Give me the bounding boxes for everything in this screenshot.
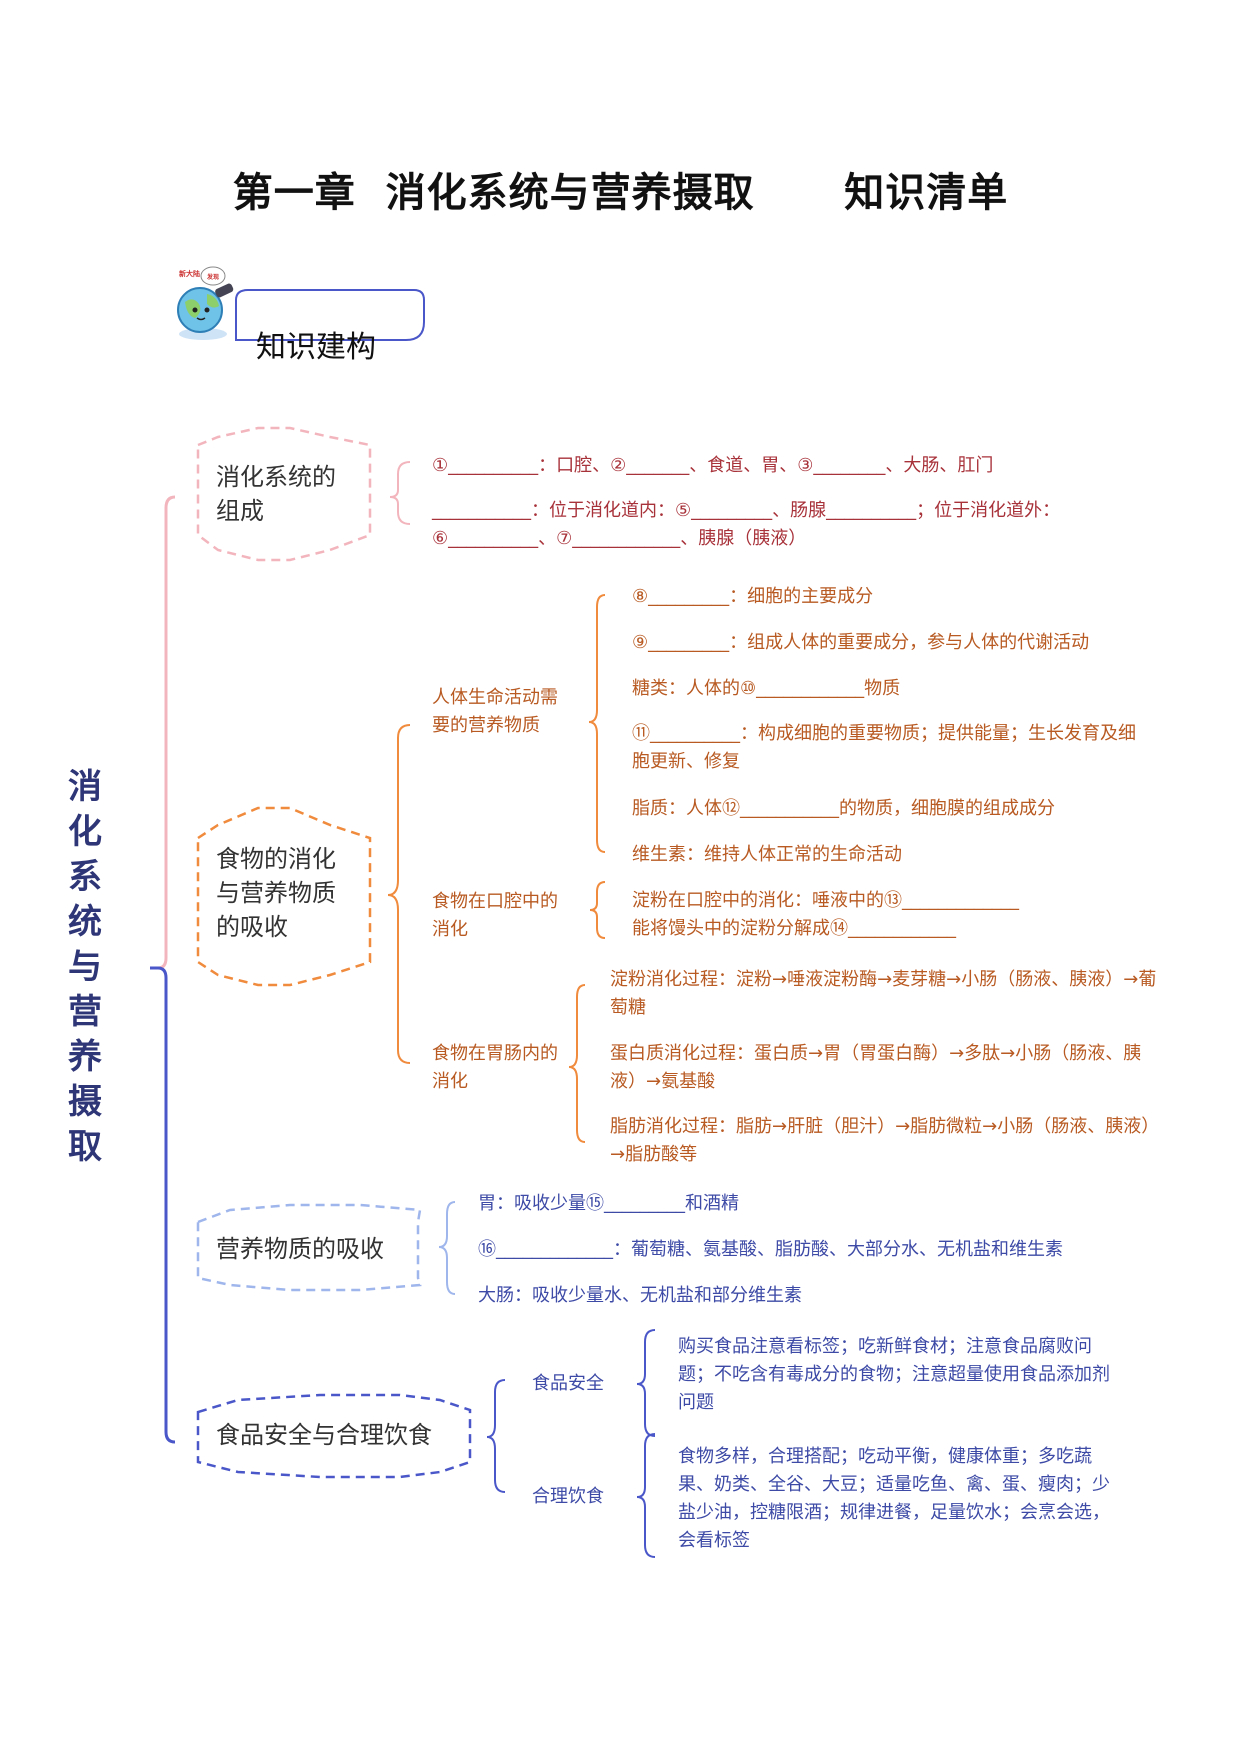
brace-nutrients	[588, 594, 606, 853]
nutrient-item-3: 糖类：人体的⑩____________物质	[632, 678, 901, 699]
composition-line-1: ①__________：口腔、②_______、食道、胃、③________、大…	[432, 455, 994, 476]
brace-diet	[636, 1433, 656, 1558]
nutrient-item-6: 维生素：维持人体正常的生命活动	[632, 844, 902, 865]
hex-digestion	[196, 806, 372, 987]
node-composition: 消化系统的组成	[216, 463, 336, 525]
composition-line-2: ___________：位于消化道内：⑤_________、肠腺________…	[432, 500, 1061, 521]
hex-absorption	[196, 1203, 422, 1292]
food-safety-text: 购买食品注意看标签；吃新鲜食材；注意食品腐败问题；不吃含有毒成分的食物；注意超量…	[678, 1336, 1110, 1413]
brace-gut	[568, 984, 586, 1143]
hex-composition	[196, 426, 372, 562]
diet-text: 食物多样，合理搭配；吃动平衡，健康体重；多吃蔬果、奶类、全谷、大豆；适量吃鱼、禽…	[678, 1446, 1110, 1551]
gut-item-3: 脂肪消化过程：脂肪→肝脏（胆汁）→脂肪微粒→小肠（肠液、胰液）→脂肪酸等	[610, 1116, 1160, 1165]
gut-item-1: 淀粉消化过程：淀粉→唾液淀粉酶→麦芽糖→小肠（肠液、胰液）→葡萄糖	[610, 969, 1157, 1018]
node-absorption: 营养物质的吸收	[216, 1235, 384, 1263]
svg-text:新大陆: 新大陆	[179, 269, 200, 278]
hex-safety	[196, 1393, 472, 1479]
mouth-item-1: 淀粉在口腔中的消化：唾液中的⑬_____________	[632, 890, 1019, 911]
mascot-globe-icon: 发现 新大陆	[165, 262, 240, 342]
brace-food-safety	[636, 1329, 656, 1437]
gut-item-2: 蛋白质消化过程：蛋白质→胃（胃蛋白酶）→多肽→小肠（肠液、胰液）→氨基酸	[610, 1043, 1142, 1092]
nutrient-item-1: ⑧_________：细胞的主要成分	[632, 586, 874, 607]
node-nutrients: 人体生命活动需要的营养物质	[432, 687, 558, 736]
node-diet: 合理饮食	[532, 1486, 604, 1507]
absorption-item-2: ⑯_____________：葡萄糖、氨基酸、脂肪酸、大部分水、无机盐和维生素	[478, 1239, 1063, 1260]
nutrient-item-5: 脂质：人体⑫___________的物质，细胞膜的组成成分	[632, 798, 1055, 819]
brace-digestion	[387, 724, 411, 1064]
node-safety: 食品安全与合理饮食	[216, 1421, 432, 1449]
composition-line-3: ⑥__________、⑦____________、胰腺（胰液）	[432, 528, 807, 549]
node-mouth: 食物在口腔中的消化	[432, 891, 558, 940]
brace-mouth	[589, 881, 606, 939]
node-food-safety: 食品安全	[532, 1373, 604, 1394]
header-tab-outline	[235, 289, 425, 341]
page-title: 第一章 消化系统与营养摄取 知识清单	[232, 169, 1009, 216]
node-digestion: 食物的消化与营养物质的吸收	[216, 845, 336, 941]
brace-absorption	[438, 1201, 456, 1295]
nutrient-item-2: ⑨_________：组成人体的重要成分，参与人体的代谢活动	[632, 632, 1090, 653]
node-gut: 食物在胃肠内的消化	[432, 1043, 558, 1092]
brace-safety	[486, 1379, 506, 1493]
absorption-item-1: 胃：吸收少量⑮_________和酒精	[478, 1193, 739, 1214]
mouth-item-2: 能将馒头中的淀粉分解成⑭____________	[632, 918, 956, 939]
brace-composition	[389, 461, 411, 525]
trunk-pink	[157, 495, 176, 970]
svg-text:发现: 发现	[206, 273, 219, 281]
trunk-blue	[157, 966, 176, 1444]
nutrient-item-4: ⑪__________：构成细胞的重要物质；提供能量；生长发育及细胞更新、修复	[632, 723, 1136, 772]
vertical-title: 消化系统与营养摄取	[68, 767, 102, 1167]
absorption-item-3: 大肠：吸收少量水、无机盐和部分维生素	[478, 1285, 802, 1306]
header-label: 知识建构	[256, 331, 376, 364]
